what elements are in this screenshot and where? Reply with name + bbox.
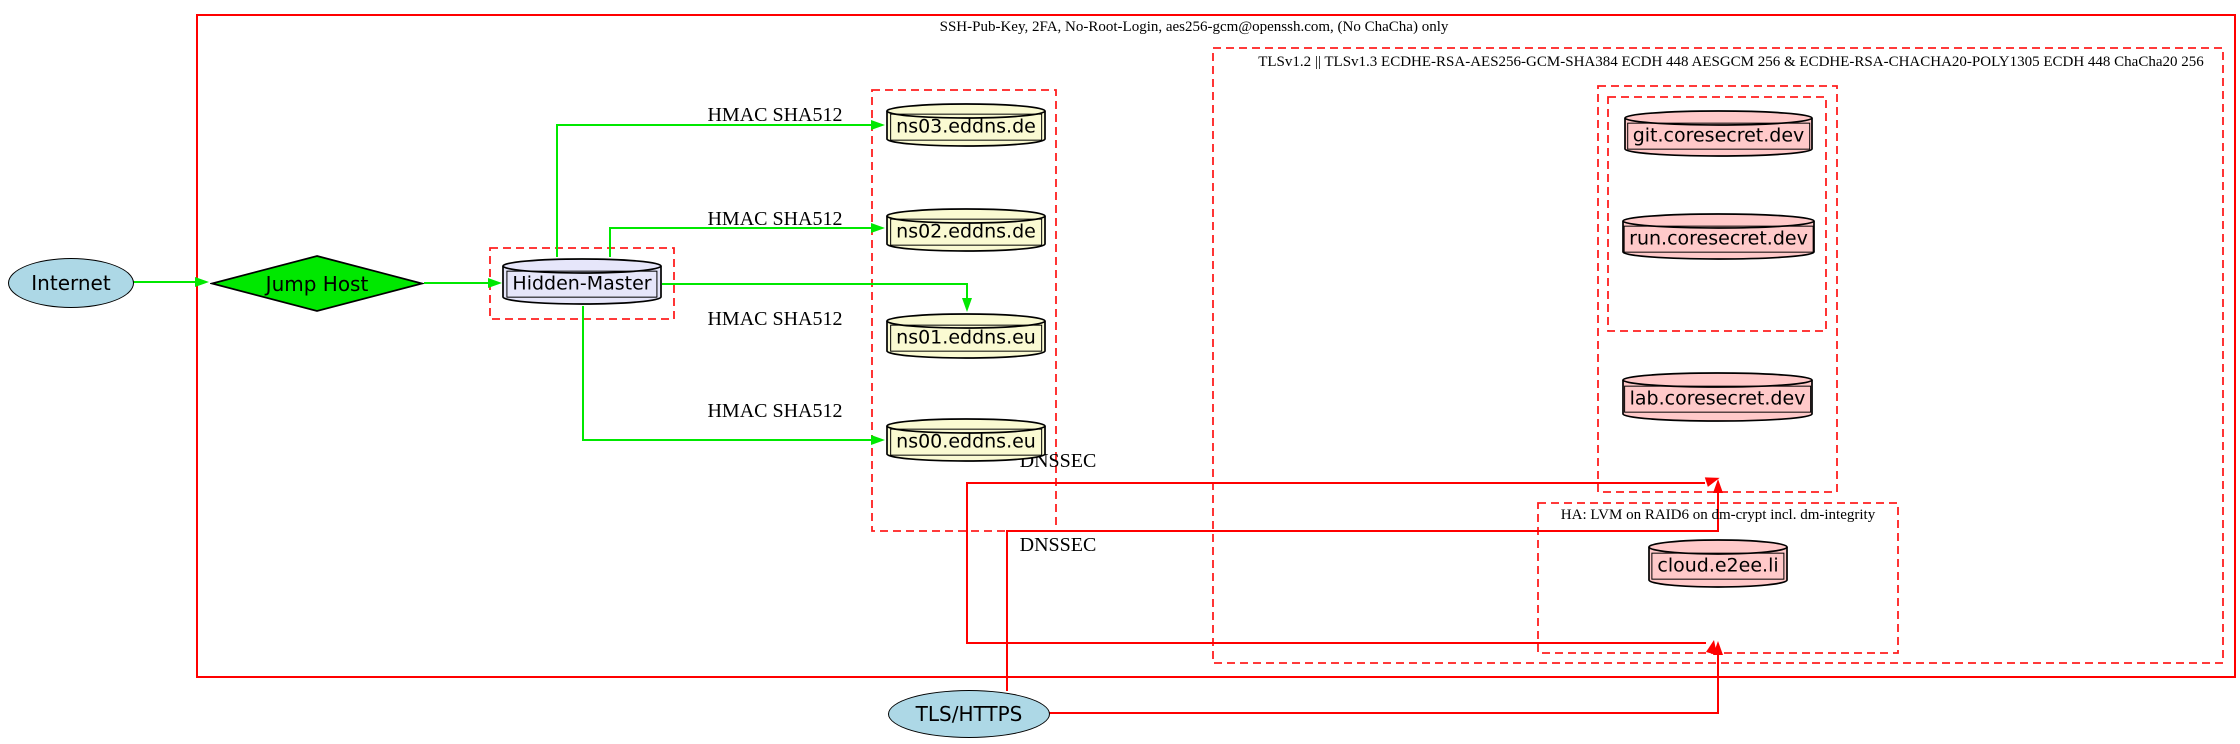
tls-cluster-box	[1212, 47, 2224, 664]
jump-host-diamond-shape	[210, 255, 424, 312]
node-ns01-label: ns01.eddns.eu	[890, 324, 1042, 352]
node-tls-https: TLS/HTTPS	[888, 690, 1050, 738]
eddns-cluster-box	[871, 89, 1057, 532]
node-ns01: ns01.eddns.eu	[886, 312, 1046, 360]
node-ns00-label: ns00.eddns.eu	[890, 428, 1042, 456]
node-run-label: run.coresecret.dev	[1623, 225, 1814, 253]
node-cloud: cloud.e2ee.li	[1648, 538, 1788, 589]
edge-label-dnssec-2: DNSSEC	[1019, 534, 1097, 556]
public-edges	[966, 482, 1719, 714]
node-ns00: ns00.eddns.eu	[886, 417, 1046, 463]
edge-label-hmac-ns00: HMAC SHA512	[707, 400, 843, 422]
node-hidden-master: Hidden-Master	[502, 257, 662, 306]
ha-cluster-label: HA: LVM on RAID6 on dm-crypt incl. dm-in…	[1560, 507, 1876, 523]
node-ns02-label: ns02.eddns.de	[890, 218, 1042, 246]
cylinder-shape	[1648, 539, 1788, 588]
cylinder-shape	[1622, 372, 1813, 422]
node-jump-host-label: Jump Host	[265, 271, 369, 296]
secure-arrowheads	[195, 120, 972, 445]
ssh-cluster-label: SSH-Pub-Key, 2FA, No-Root-Login, aes256-…	[939, 19, 1449, 35]
node-hidden-master-label: Hidden-Master	[506, 270, 658, 298]
node-tls-https-label: TLS/HTTPS	[915, 702, 1023, 726]
node-cloud-label: cloud.e2ee.li	[1651, 552, 1785, 580]
tls-cluster-label: TLSv1.2 || TLSv1.3 ECDHE-RSA-AES256-GCM-…	[1258, 54, 2204, 70]
secure-edges	[132, 124, 968, 441]
node-internet: Internet	[8, 258, 134, 308]
node-lab: lab.coresecret.dev	[1622, 371, 1813, 423]
node-ns03-label: ns03.eddns.de	[890, 113, 1042, 141]
node-ns02: ns02.eddns.de	[886, 207, 1046, 253]
node-git-label: git.coresecret.dev	[1626, 122, 1811, 150]
coresecret-outer-cluster-box	[1597, 85, 1838, 493]
node-lab-label: lab.coresecret.dev	[1623, 385, 1812, 413]
node-jump-host: Jump Host	[210, 255, 424, 312]
node-git: git.coresecret.dev	[1624, 109, 1813, 158]
node-run: run.coresecret.dev	[1622, 212, 1815, 261]
public-arrowheads	[1704, 477, 1723, 655]
edge-label-hmac-ns03: HMAC SHA512	[707, 104, 843, 126]
edge-label-hmac-ns02: HMAC SHA512	[707, 208, 843, 230]
node-ns03: ns03.eddns.de	[886, 102, 1046, 148]
ssh-cluster-box	[196, 14, 2236, 678]
edge-label-hmac-ns01: HMAC SHA512	[707, 308, 843, 330]
node-internet-label: Internet	[31, 271, 111, 295]
coresecret-inner-cluster-box	[1607, 96, 1827, 332]
